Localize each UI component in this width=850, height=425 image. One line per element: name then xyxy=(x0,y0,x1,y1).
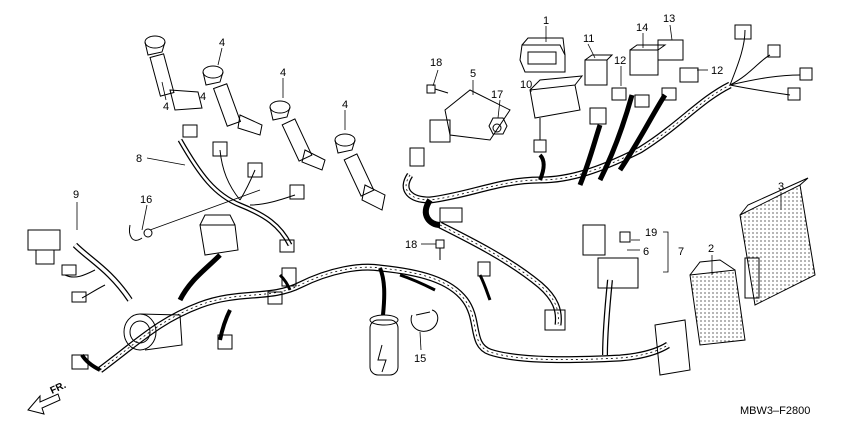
bolt-18-upper xyxy=(426,84,449,94)
relay-14 xyxy=(629,39,684,108)
callout-16: 16 xyxy=(140,194,152,206)
callout-19: 19 xyxy=(645,227,657,239)
callout-labels: 1 2 3 4 4 4 4 4 5 6 7 8 9 10 11 12 12 13… xyxy=(73,13,784,365)
callout-4e: 4 xyxy=(200,91,206,103)
relay-10 xyxy=(529,75,584,153)
callout-18b: 18 xyxy=(405,239,417,251)
connector-9 xyxy=(27,229,89,370)
main-harness xyxy=(64,29,801,373)
callout-12b: 12 xyxy=(711,65,723,77)
leader-lines xyxy=(76,24,782,351)
callout-12a: 12 xyxy=(614,55,626,67)
right-side-connectors xyxy=(734,24,813,101)
unit-5 xyxy=(429,89,511,143)
callout-6: 6 xyxy=(643,246,649,258)
callout-5: 5 xyxy=(470,68,476,80)
relay-11 xyxy=(584,54,614,125)
ignition-coil-3 xyxy=(269,100,326,171)
drawing-code: MBW3–F2800 xyxy=(740,405,810,417)
nut-17 xyxy=(488,117,508,135)
diagnostic-coupler xyxy=(199,214,239,256)
callout-4c: 4 xyxy=(280,67,286,79)
harness-connector xyxy=(217,261,491,350)
injector-connector-group xyxy=(182,124,305,253)
front-direction-indicator: FR. xyxy=(27,380,68,415)
condenser xyxy=(369,314,399,376)
clamp-15 xyxy=(410,309,439,332)
bolt-18-lower xyxy=(435,239,445,260)
fuse-box-7 xyxy=(582,224,639,289)
relay-1 xyxy=(519,37,566,73)
callout-15: 15 xyxy=(414,353,426,365)
callout-14: 14 xyxy=(636,22,648,34)
callout-18a: 18 xyxy=(430,57,442,69)
harness-connector-right xyxy=(544,309,691,376)
round-connector xyxy=(123,313,183,351)
callout-1: 1 xyxy=(543,15,549,27)
callout-4a: 4 xyxy=(163,101,169,113)
sensor-16 xyxy=(129,224,153,241)
ignition-coil-2 xyxy=(202,65,263,136)
callout-2: 2 xyxy=(708,243,714,255)
component-2 xyxy=(689,259,746,346)
callout-8: 8 xyxy=(136,153,142,165)
ignition-coil-1 xyxy=(144,35,203,111)
relay-12a xyxy=(611,67,699,101)
ignition-coil-4 xyxy=(334,133,386,211)
harness-connector-top xyxy=(409,147,463,223)
callout-4b: 4 xyxy=(219,37,225,49)
callout-11: 11 xyxy=(583,33,594,45)
ecu-3 xyxy=(739,177,816,306)
callout-4d: 4 xyxy=(342,99,348,111)
callout-9: 9 xyxy=(73,189,79,201)
callout-3: 3 xyxy=(778,181,784,193)
callout-17: 17 xyxy=(491,89,503,101)
callout-10: 10 xyxy=(520,79,532,91)
callout-7: 7 xyxy=(678,246,684,258)
callout-13: 13 xyxy=(663,13,675,25)
front-indicator-label: FR. xyxy=(49,380,68,397)
